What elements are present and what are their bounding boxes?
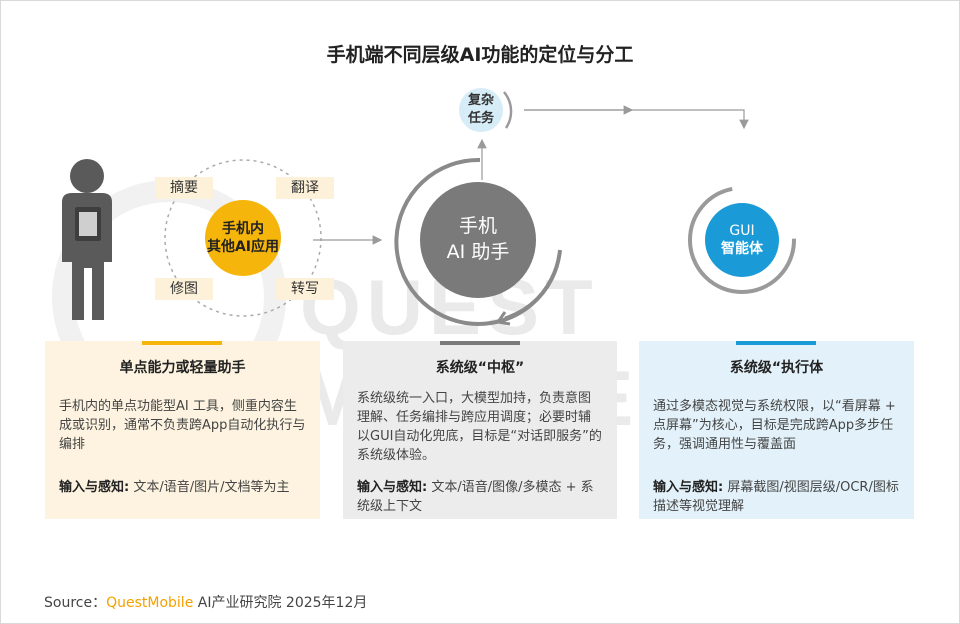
hub-label-line1: 手机: [458, 215, 497, 237]
complex-task-circle: [459, 88, 503, 132]
card-title: 单点能力或轻量助手: [119, 360, 246, 376]
hub-arc-arrowhead: [495, 311, 511, 326]
card-input-label: 输入与感知:: [653, 480, 724, 495]
gui-agent-circle: [705, 203, 779, 277]
hub-circle: [420, 182, 536, 298]
card-title: 系统级“中枢”: [435, 360, 525, 376]
card-system-hub: 系统级“中枢” 系统级统一入口，大模型加持，负责意图理解、任务编排与跨应用调度；…: [343, 341, 617, 519]
left-app-circle: [205, 200, 281, 276]
card-accent-bar: [736, 341, 816, 345]
card-accent-bar: [142, 341, 222, 345]
card-input-text: 文本/语音/图片/文档等为主: [133, 480, 290, 495]
card-system-executor: 系统级“执行体 通过多模态视觉与系统权限，以“看屏幕 + 点屏幕”为核心，目标是…: [639, 341, 914, 519]
card-description: 手机内的单点功能型AI 工具，侧重内容生成或识别，通常不负责跨App自动化执行与…: [59, 399, 306, 452]
source-rest: AI产业研究院 2025年12月: [193, 595, 368, 611]
person-icon: [62, 159, 112, 320]
hub-label: 手机 AI 助手: [420, 213, 536, 265]
tag-summary: 摘要: [155, 177, 213, 199]
complex-task-line2: 任务: [467, 111, 494, 126]
complex-task-label: 复杂 任务: [459, 92, 503, 128]
card-single-point: 单点能力或轻量助手 手机内的单点功能型AI 工具，侧重内容生成或识别，通常不负责…: [45, 341, 320, 519]
gui-agent-ring: [688, 186, 796, 294]
card-input-text: 文本/语音/图像/多模态 + 系统级上下文: [357, 480, 594, 514]
card-accent-bar: [440, 341, 520, 345]
card-input-line: 输入与感知: 文本/语音/图像/多模态 + 系统级上下文: [357, 478, 603, 516]
left-app-label-line2: 其他AI应用: [206, 239, 280, 255]
gui-agent-label: GUI 智能体: [705, 222, 779, 258]
complex-task-line1: 复杂: [467, 93, 494, 108]
card-input-label: 输入与感知:: [357, 480, 428, 495]
page-title: 手机端不同层级AI功能的定位与分工: [326, 44, 634, 66]
left-app-label: 手机内 其他AI应用: [205, 220, 281, 256]
source-note: Source：QuestMobile AI产业研究院 2025年12月: [44, 592, 367, 612]
card-title: 系统级“执行体: [729, 360, 824, 376]
card-input-line: 输入与感知: 屏幕截图/视图层级/OCR/图标描述等视觉理解: [653, 478, 900, 516]
hub-label-line2: AI 助手: [446, 241, 510, 263]
gui-agent-line1: GUI: [729, 223, 755, 239]
complex-task-arc: [503, 91, 513, 129]
card-input-text: 屏幕截图/视图层级/OCR/图标描述等视觉理解: [653, 480, 899, 514]
source-brand: QuestMobile: [106, 595, 194, 611]
card-input-label: 输入与感知:: [59, 480, 130, 495]
left-app-label-line1: 手机内: [222, 221, 264, 237]
tag-translate: 翻译: [276, 177, 334, 199]
arrow-complex-to-gui: [524, 109, 749, 130]
tag-transcribe: 转写: [276, 278, 334, 300]
card-input-line: 输入与感知: 文本/语音/图片/文档等为主: [59, 478, 306, 497]
gui-agent-line2: 智能体: [721, 241, 763, 257]
source-prefix: Source：: [44, 595, 107, 611]
hub-arc-tail: [504, 269, 558, 320]
tag-photo-edit: 修图: [155, 278, 213, 300]
card-description: 系统级统一入口，大模型加持，负责意图理解、任务编排与跨应用调度；必要时辅以GUI…: [357, 391, 602, 463]
card-description: 通过多模态视觉与系统权限，以“看屏幕 + 点屏幕”为核心，目标是完成跨App多步…: [653, 399, 896, 452]
left-dashed-ring: [164, 159, 322, 317]
